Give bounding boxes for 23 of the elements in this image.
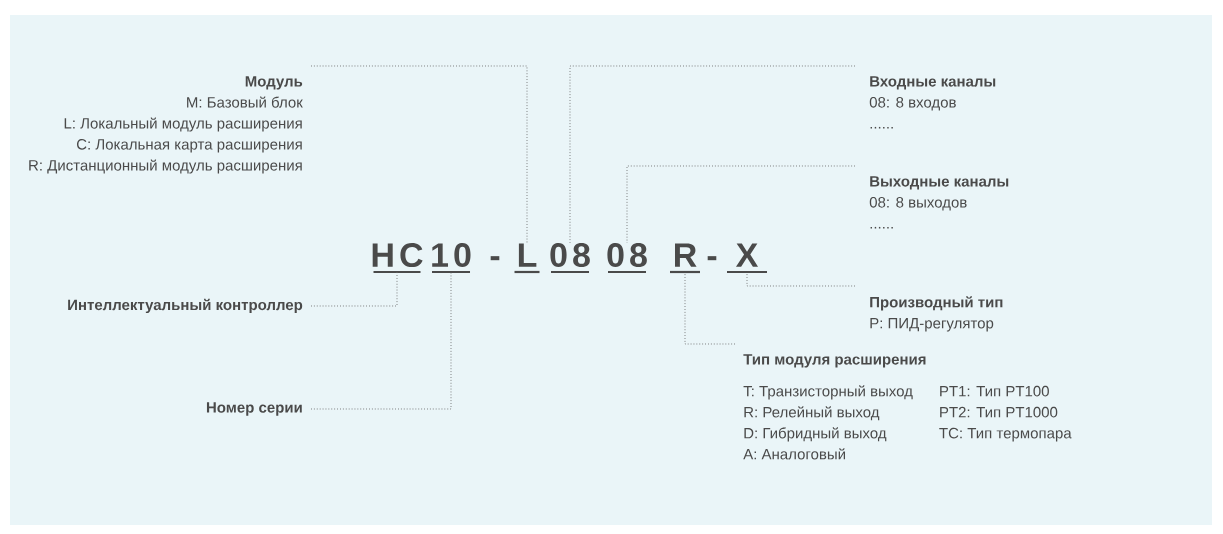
code-segment: 08 [607,243,647,274]
leader-line [684,271,736,345]
leader-line [310,65,528,244]
leader-line [310,271,452,410]
leader-line [569,65,856,244]
description-text: Производный тип P: ПИД-регулятор [870,296,1003,332]
code-segment: X [727,243,767,274]
leader-line [310,271,398,307]
code-segment: L [514,243,540,274]
code-segment: 08 [550,243,590,274]
leader-line [626,165,856,244]
description-text: Выходные каналы 08: 8 выходов ...... [869,176,1009,229]
description-text: Входные каналы 08: 8 входов ...... [869,76,996,129]
code-segment: 10 [432,243,471,274]
code-dash: - [490,256,500,261]
description-text: Тип модуля расширения T: Транзисторный выход PT1: Тип PT100 R: Релейный выход PT2: Тип PT1000 D: Гибридный выход TC: Тип термопара A: Аналоговый [743,354,1072,460]
code-segment: R [670,243,700,274]
leader-line [746,271,856,287]
description-text: Модуль M: Базовый блок L: Локальный модуль расширения C: Локальная карта расширения R: Дистанционный модуль расширения [29,76,303,174]
code-dash: - [707,256,717,261]
description-text: Номер серии [206,402,302,416]
description-text: Интеллектуальный контроллер [68,298,303,314]
code-segment: HC [372,243,423,274]
